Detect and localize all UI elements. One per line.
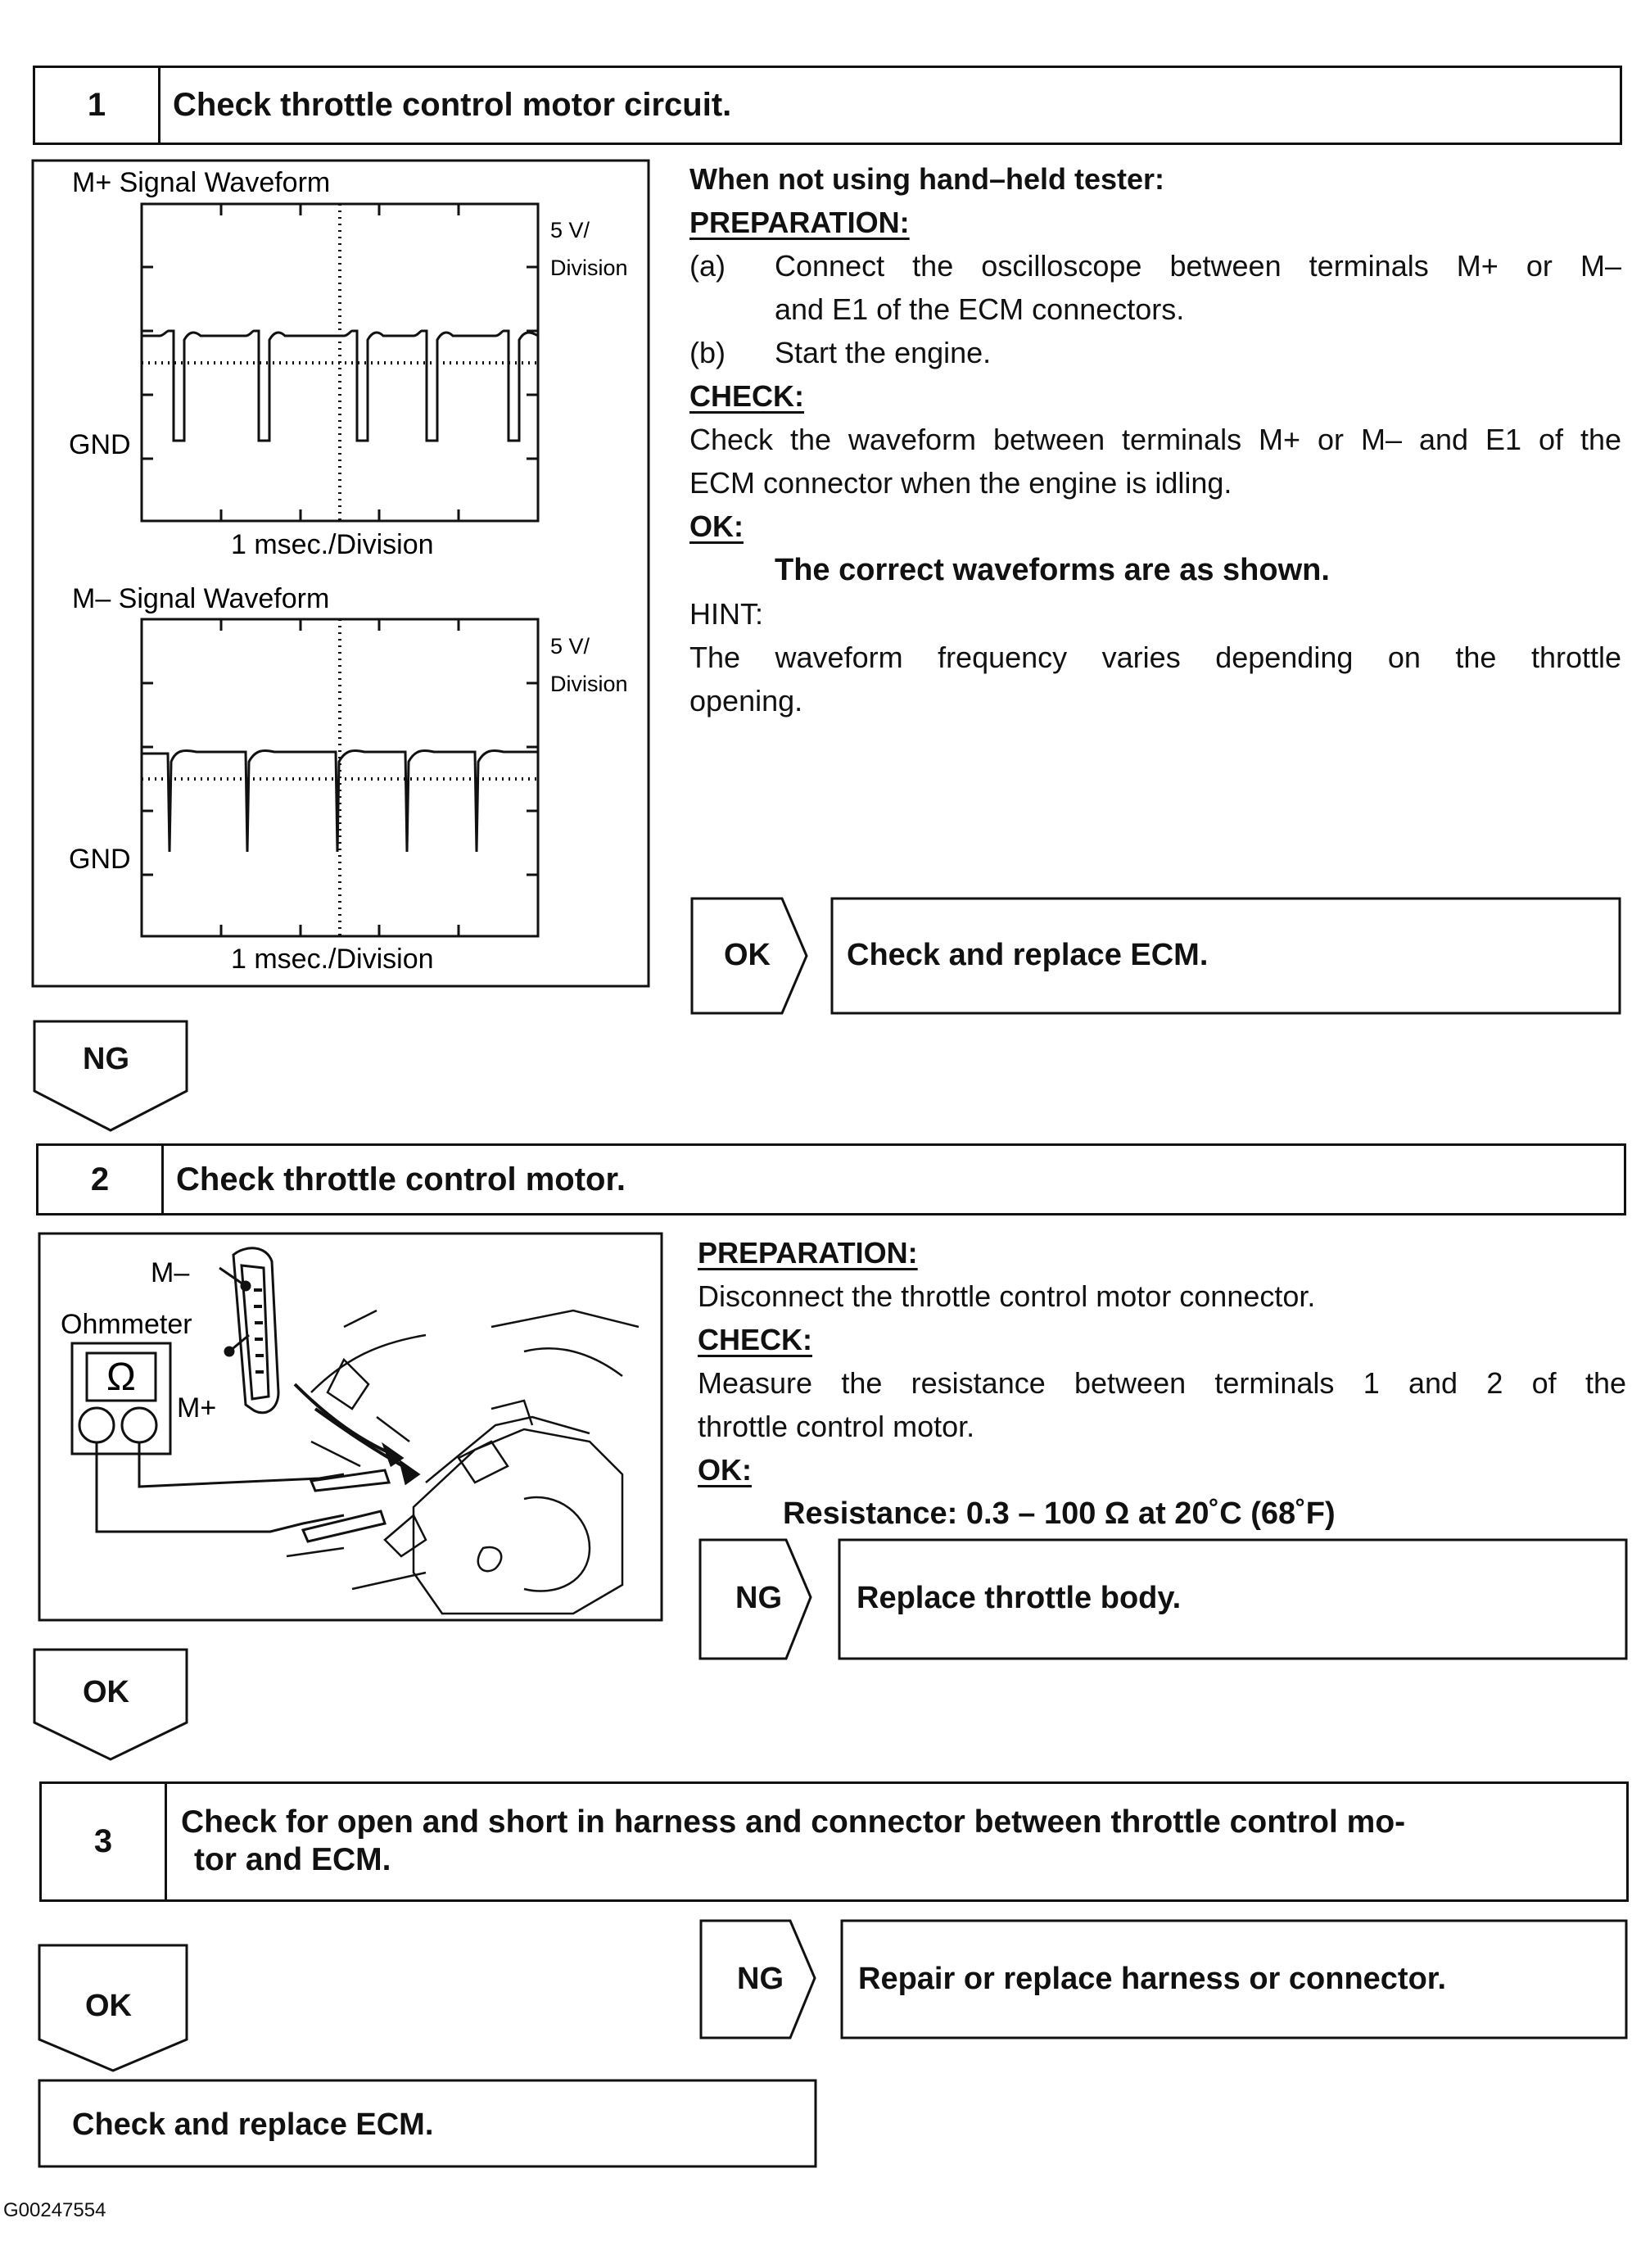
throttle-body-drawing bbox=[286, 1309, 640, 1615]
step1-hint-line2: opening. bbox=[689, 684, 803, 718]
mplus-gnd-label: GND bbox=[69, 429, 131, 460]
step1-ng-down-arrow bbox=[33, 1020, 188, 1132]
step1-preparation-label: PREPARATION: bbox=[689, 206, 910, 239]
ohmmeter-label: Ohmmeter bbox=[61, 1309, 192, 1340]
mminus-volt-div-2: Division bbox=[550, 672, 628, 696]
mminus-gnd-label: GND bbox=[69, 844, 131, 875]
step1-ng-flow-tag: NG bbox=[83, 1042, 129, 1076]
step2-ng-tag: NG bbox=[735, 1581, 782, 1615]
ohmmeter-figure: Ω M– Ohmmeter M+ bbox=[38, 1232, 663, 1622]
waveform-figure: M+ Signal Waveform 5 V/ Division GND 1 m… bbox=[31, 159, 650, 988]
step2-ok-down-arrow bbox=[33, 1648, 188, 1761]
step1-check-line1: Check the waveform between terminals M+ … bbox=[689, 423, 1621, 456]
step1-ok-tag: OK bbox=[724, 938, 771, 972]
step1-result-text: Check and replace ECM. bbox=[847, 938, 1209, 972]
step-3-header: 3 Check for open and short in harness an… bbox=[39, 1781, 1629, 1902]
step-2-title: Check throttle control motor. bbox=[176, 1161, 626, 1197]
waveform-figure-frame bbox=[31, 159, 650, 988]
step1-prep-a-line2: and E1 of the ECM connectors. bbox=[775, 292, 1185, 326]
step-1-title: Check throttle control motor circuit. bbox=[173, 87, 732, 123]
step3-ng-arrow bbox=[699, 1919, 816, 2039]
step1-prep-a-marker: (a) bbox=[689, 249, 726, 283]
step1-check-line2: ECM connector when the engine is idling. bbox=[689, 466, 1232, 500]
step1-ok-label: OK: bbox=[689, 509, 744, 543]
mplus-volt-div-2: Division bbox=[550, 256, 628, 280]
step-3-title-line2: tor and ECM. bbox=[194, 1842, 391, 1877]
m-plus-label: M+ bbox=[177, 1392, 216, 1424]
mminus-title: M– Signal Waveform bbox=[72, 583, 329, 614]
mplus-scope bbox=[140, 202, 540, 523]
step1-ok-arrow bbox=[690, 897, 808, 1015]
ohm-symbol: Ω bbox=[106, 1356, 136, 1399]
step2-ok-label: OK: bbox=[698, 1453, 752, 1487]
m-minus-label: M– bbox=[151, 1257, 189, 1288]
step-2-header: 2 Check throttle control motor. bbox=[36, 1143, 1626, 1215]
final-result-box bbox=[38, 2079, 817, 2168]
mminus-scope bbox=[140, 618, 540, 938]
step1-prep-b: Start the engine. bbox=[775, 336, 992, 369]
step1-ok-text: The correct waveforms are as shown. bbox=[775, 553, 1330, 587]
step2-preparation-label: PREPARATION: bbox=[698, 1236, 918, 1270]
final-result-text: Check and replace ECM. bbox=[72, 2107, 434, 2142]
step1-heading: When not using hand–held tester: bbox=[689, 162, 1165, 196]
step2-check-line1: Measure the resistance between terminals… bbox=[698, 1366, 1626, 1400]
ohmmeter-drawing bbox=[70, 1342, 391, 1543]
mplus-volt-div-1: 5 V/ bbox=[550, 218, 590, 242]
step1-hint-label: HINT: bbox=[689, 597, 763, 631]
step2-check-label: CHECK: bbox=[698, 1323, 812, 1356]
step1-result-box bbox=[830, 897, 1621, 1015]
step-3-number: 3 bbox=[42, 1784, 167, 1899]
mminus-time-div: 1 msec./Division bbox=[231, 944, 434, 975]
step2-ok-flow-tag: OK bbox=[83, 1675, 129, 1709]
step-3-title-line1: Check for open and short in harness and … bbox=[181, 1804, 1406, 1840]
step3-result-text: Repair or replace harness or connector. bbox=[858, 1962, 1447, 1996]
motor-connector-drawing bbox=[219, 1247, 280, 1415]
step1-check-label: CHECK: bbox=[689, 379, 804, 413]
step2-result-text: Replace throttle body. bbox=[857, 1581, 1182, 1615]
mplus-title: M+ Signal Waveform bbox=[72, 167, 330, 198]
step2-ok-text: Resistance: 0.3 – 100 Ω at 20˚C (68˚F) bbox=[783, 1496, 1336, 1531]
step-1-number: 1 bbox=[35, 68, 160, 143]
step3-ok-flow-tag: OK bbox=[85, 1989, 132, 2023]
pointer-arrows bbox=[293, 1383, 421, 1486]
step3-ng-tag: NG bbox=[737, 1962, 784, 1996]
step2-prep: Disconnect the throttle control motor co… bbox=[698, 1279, 1316, 1313]
mminus-volt-div-1: 5 V/ bbox=[550, 634, 590, 659]
step2-ng-arrow bbox=[698, 1538, 812, 1660]
step1-prep-a-line1: Connect the oscilloscope between termina… bbox=[775, 249, 1621, 283]
figure-id: G00247554 bbox=[3, 2199, 106, 2221]
step1-prep-b-marker: (b) bbox=[689, 336, 726, 369]
step2-result-box bbox=[838, 1538, 1628, 1660]
step3-ok-down-arrow bbox=[38, 1944, 188, 2072]
step3-result-box bbox=[840, 1919, 1628, 2039]
step-2-number: 2 bbox=[38, 1146, 164, 1213]
step1-hint-line1: The waveform frequency varies depending … bbox=[689, 641, 1621, 674]
step-1-header: 1 Check throttle control motor circuit. bbox=[33, 66, 1622, 145]
step2-check-line2: throttle control motor. bbox=[698, 1410, 975, 1443]
mplus-time-div: 1 msec./Division bbox=[231, 529, 434, 560]
